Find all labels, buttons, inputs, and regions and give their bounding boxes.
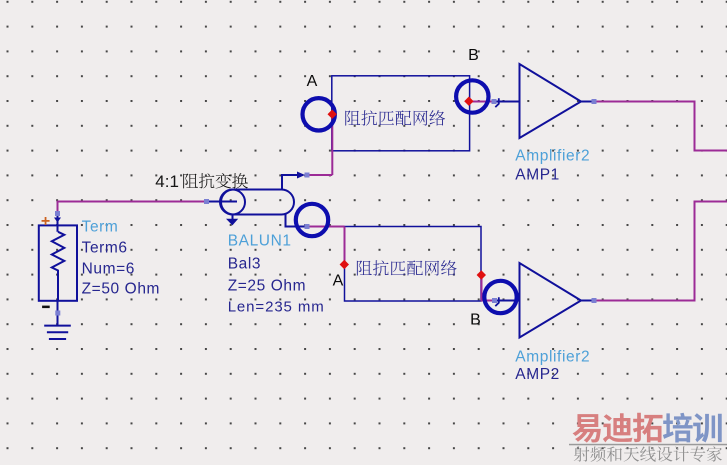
svg-text:Bal3: Bal3 [228,256,261,273]
svg-text:Term6: Term6 [82,239,128,256]
svg-text:Z=50 Ohm: Z=50 Ohm [82,281,160,298]
svg-text:A: A [333,273,344,290]
svg-text:4:1: 4:1 [155,172,179,191]
svg-text:Len=235 mm: Len=235 mm [228,299,325,316]
svg-text:Term: Term [82,218,119,235]
svg-text:BALUN1: BALUN1 [228,232,292,249]
svg-text:B: B [470,312,481,329]
svg-text:A: A [307,73,318,90]
svg-text:Amplifier2: Amplifier2 [515,147,590,164]
svg-text:+: + [41,213,50,230]
svg-text:B: B [468,47,479,64]
svg-text:AMP1: AMP1 [515,166,560,183]
svg-text:Amplifier2: Amplifier2 [515,349,590,366]
svg-text:Z=25 Ohm: Z=25 Ohm [228,278,306,295]
svg-text:Num=6: Num=6 [82,261,135,278]
svg-text:AMP2: AMP2 [515,366,560,383]
